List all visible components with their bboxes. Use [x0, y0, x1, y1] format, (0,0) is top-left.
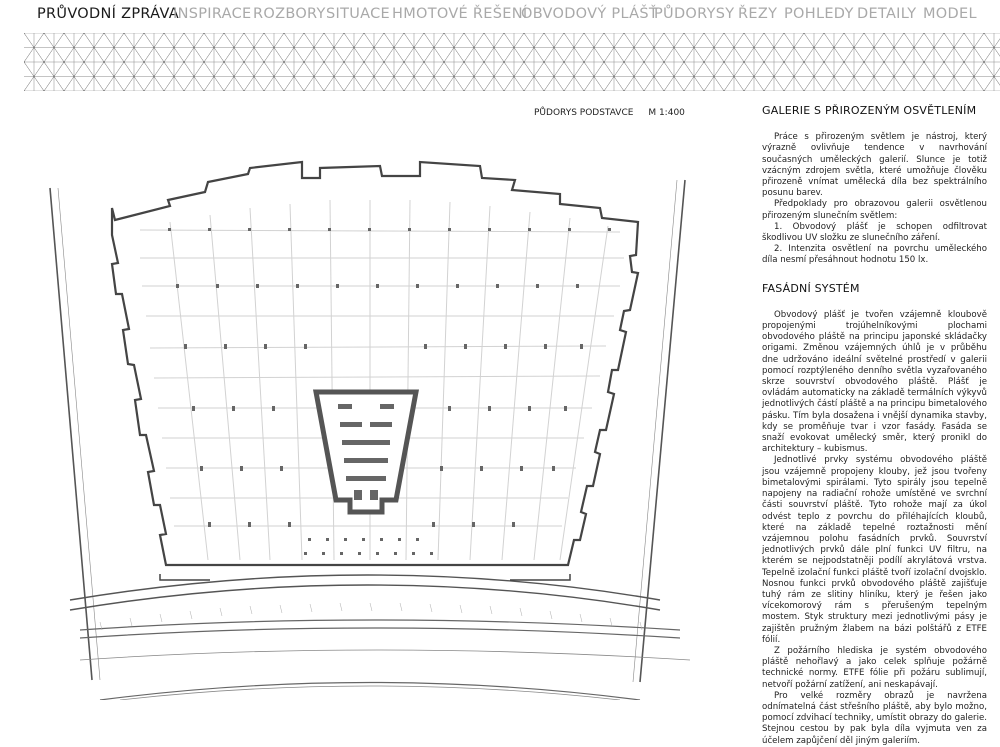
core-elements: [338, 404, 394, 500]
nav-item-situace[interactable]: SITUACE: [326, 6, 391, 22]
bottom-step: [159, 574, 571, 581]
site-boundary-left: [49, 187, 93, 681]
fasada-paragraph-3: Z požárního hlediska je systém obvodovéh…: [762, 645, 987, 690]
origami-pattern-banner: [24, 33, 1000, 91]
nav-item-obvodovy-plast[interactable]: OBVODOVÝ PLÁŠŤ: [521, 6, 659, 22]
fasada-paragraph-2: Jednotlivé prvky systému obvodového pláš…: [762, 455, 987, 645]
nav-item-detaily[interactable]: DETAILY: [857, 6, 917, 22]
fasada-paragraph-4: Pro velké rozměry obrazů je navržena odn…: [762, 690, 987, 746]
curved-path-bottom: [99, 681, 641, 700]
report-text-column: GALERIE S PŘIROZENÝM OSVĚTLENÍM Práce s …: [762, 105, 987, 747]
nav-item-hmotove-reseni[interactable]: HMOTOVÉ ŘEŠENÍ: [392, 6, 528, 22]
curved-path-lower: [79, 619, 681, 631]
list-item: 2. Intenzita osvětlení na povrchu umělec…: [762, 244, 987, 266]
entrance-row-elements: [304, 538, 433, 555]
fasada-paragraph-1: Obvodový plášť je tvořen vzájemně kloubo…: [762, 309, 987, 455]
building-outline: [110, 160, 640, 567]
curved-path-upper: [69, 574, 661, 601]
site-boundary-right: [639, 179, 686, 683]
section-heading-galerie: GALERIE S PŘIROZENÝM OSVĚTLENÍM: [762, 104, 977, 117]
columns: [168, 228, 611, 527]
top-navigation: PRŮVODNÍ ZPRÁVA INSPIRACE ROZBORY SITUAC…: [0, 0, 1000, 34]
central-core: [312, 389, 420, 515]
plan-scale: M 1:400: [648, 108, 685, 118]
section-heading-fasadni-system: FASÁDNÍ SYSTÉM: [762, 281, 860, 295]
path-hatching: [99, 602, 643, 631]
nav-item-pohledy[interactable]: POHLEDY: [784, 6, 854, 22]
galerie-intro-paragraph: Práce s přirozeným světlem je nástroj, k…: [762, 132, 987, 199]
nav-item-pudorysy[interactable]: PŮDORYSY: [654, 6, 735, 22]
plan-caption: PŮDORYS PODSTAVCE M 1:400: [534, 108, 685, 118]
list-item: 1. Obvodový plášť je schopen odfiltrovat…: [762, 221, 987, 244]
nav-item-pruvodni-zprava[interactable]: PRŮVODNÍ ZPRÁVA: [37, 6, 179, 22]
nav-item-model[interactable]: MODEL: [923, 6, 977, 22]
plan-title: PŮDORYS PODSTAVCE: [534, 108, 634, 118]
nav-item-inspirace[interactable]: INSPIRACE: [173, 6, 252, 22]
nav-item-rezy[interactable]: ŘEZY: [738, 6, 778, 22]
galerie-requirements-list: 1. Obvodový plášť je schopen odfiltrovat…: [762, 222, 987, 267]
floor-plan-drawing: [49, 160, 691, 700]
nav-item-rozbory[interactable]: ROZBORY: [253, 6, 326, 22]
galerie-lead-paragraph: Předpoklady pro obrazovou galerii osvětl…: [762, 199, 987, 221]
